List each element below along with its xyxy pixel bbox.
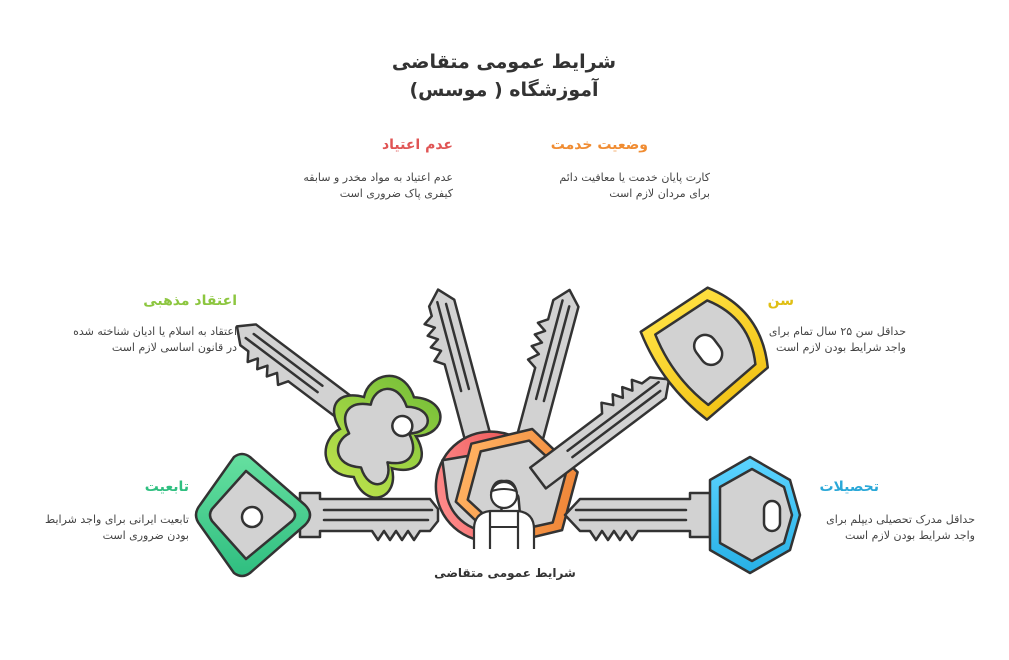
key-age xyxy=(528,286,770,490)
key-nationality xyxy=(194,452,440,578)
label-addiction: عدم اعتیاد xyxy=(381,137,453,153)
desc-education-line-1: حداقل مدرک تحصیلی دیپلم برای xyxy=(826,513,975,526)
title-line-2: آموزشگاه ( موسس) xyxy=(409,79,599,101)
desc-religion-line-1: اعتقاد به اسلام یا ادیان شناخته شده xyxy=(73,325,237,338)
key-religion xyxy=(235,323,442,499)
label-age: سن xyxy=(767,293,794,309)
diagram-title: شرایط عمومی متقاضی آموزشگاه ( موسس) xyxy=(354,48,654,104)
key-education xyxy=(563,455,802,575)
desc-religion-line-2: در قانون اساسی لازم است xyxy=(111,341,237,354)
label-education: تحصیلات xyxy=(819,479,879,495)
desc-religion: اعتقاد به اسلام یا ادیان شناخته شده در ق… xyxy=(73,324,237,356)
title-line-1: شرایط عمومی متقاضی xyxy=(391,51,617,73)
desc-addiction: عدم اعتیاد به مواد مخدر و سابقه کیفری پا… xyxy=(303,170,453,202)
desc-military-line-1: کارت پایان خدمت یا معافیت دائم xyxy=(559,171,710,184)
desc-education-line-2: واجد شرایط بودن لازم است xyxy=(845,529,975,542)
desc-age-line-2: واجد شرایط بودن لازم است xyxy=(776,341,906,354)
desc-addiction-line-1: عدم اعتیاد به مواد مخدر و سابقه xyxy=(303,171,453,184)
desc-military: کارت پایان خدمت یا معافیت دائم برای مردا… xyxy=(559,170,710,202)
label-religion: اعتقاد مذهبی xyxy=(143,293,237,309)
person-icon xyxy=(472,479,536,549)
desc-addiction-line-2: کیفری پاک ضروری است xyxy=(339,187,453,200)
desc-education: حداقل مدرک تحصیلی دیپلم برای واجد شرایط … xyxy=(826,512,975,544)
desc-nationality-line-2: بودن ضروری است xyxy=(102,529,189,542)
center-label: شرایط عمومی متقاضی xyxy=(434,566,576,580)
label-nationality: تابعیت xyxy=(144,479,189,495)
desc-nationality: تابعیت ایرانی برای واجد شرایط بودن ضروری… xyxy=(45,512,189,544)
desc-nationality-line-1: تابعیت ایرانی برای واجد شرایط xyxy=(45,513,189,526)
desc-age: حداقل سن ۲۵ سال تمام برای واجد شرایط بود… xyxy=(769,324,906,356)
label-military: وضعیت خدمت xyxy=(550,137,648,153)
desc-age-line-1: حداقل سن ۲۵ سال تمام برای xyxy=(768,325,906,338)
desc-military-line-2: برای مردان لازم است xyxy=(609,187,710,200)
